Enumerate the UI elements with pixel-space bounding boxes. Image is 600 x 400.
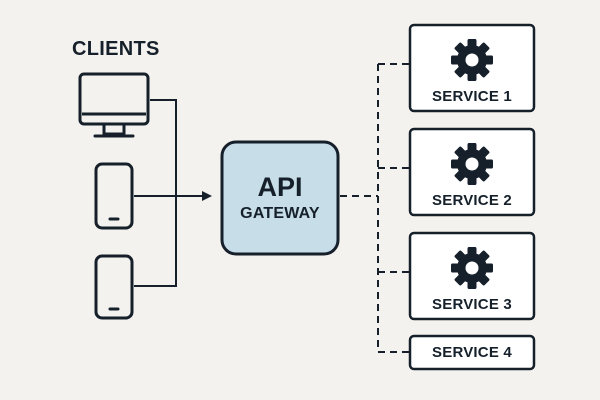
desktop-connector [150,99,177,196]
desktop-monitor-icon [78,72,150,138]
gear-icon [451,143,493,185]
service-4-label: SERVICE 4 [432,344,512,361]
client-connectors [134,99,212,287]
gear-icon [451,39,493,81]
smartphone-icon [94,162,134,230]
gear-icon [451,247,493,289]
api-gateway-label: API GATEWAY [222,142,338,254]
service-2-label: SERVICE 2 [432,192,512,209]
smartphone-icon [94,254,134,320]
phone-2-connector [134,196,177,287]
service-1-label: SERVICE 1 [432,88,512,105]
service-4-box [408,334,536,371]
api-gateway-subtitle: GATEWAY [240,204,320,222]
api-gateway-box [220,140,340,256]
service-connectors [340,63,410,353]
api-gateway-title: API [257,171,303,202]
service-3-label: SERVICE 3 [432,296,512,313]
clients-title: CLIENTS [72,38,160,60]
